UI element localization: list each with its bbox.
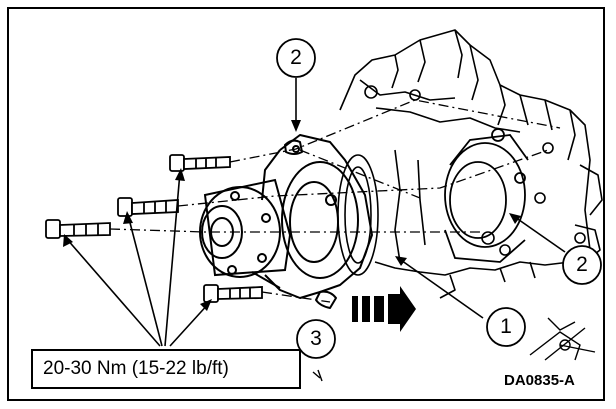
- diagram-code: DA0835-A: [504, 372, 575, 389]
- bolt-upper: [169, 154, 231, 172]
- callout-label-3: 3: [310, 327, 322, 350]
- torque-spec-box: 20-30 Nm (15-22 lb/ft): [31, 349, 301, 389]
- torque-spec-text: 20-30 Nm (15-22 lb/ft): [43, 358, 229, 379]
- install-direction-arrow: [352, 286, 416, 332]
- callout-label-2-top: 2: [290, 46, 302, 69]
- bolt-lower: [203, 284, 263, 303]
- small-detail-sketch: [529, 317, 596, 361]
- gasket: [337, 154, 379, 276]
- engine-front-cover: [339, 29, 603, 299]
- torque-tick-mark: [312, 369, 323, 382]
- callout-circle-2-top: [276, 38, 316, 78]
- leader-arrowheads: [63, 120, 521, 311]
- callout-label-2-right: 2: [576, 253, 588, 276]
- pump-pulley-hub: [199, 178, 292, 289]
- callout-circle-1: [486, 307, 526, 347]
- callout-circles: [276, 38, 602, 359]
- callout-circle-3: [296, 319, 336, 359]
- alignment-centerlines: [109, 99, 561, 303]
- bolt-left: [45, 219, 111, 239]
- callout-leaders: [65, 78, 566, 347]
- pump-mounting-opening: [444, 128, 529, 263]
- bolt-middle: [117, 197, 179, 217]
- callout-label-1: 1: [500, 315, 512, 338]
- pump-bolts: [45, 154, 263, 303]
- callout-circle-2-right: [562, 245, 602, 285]
